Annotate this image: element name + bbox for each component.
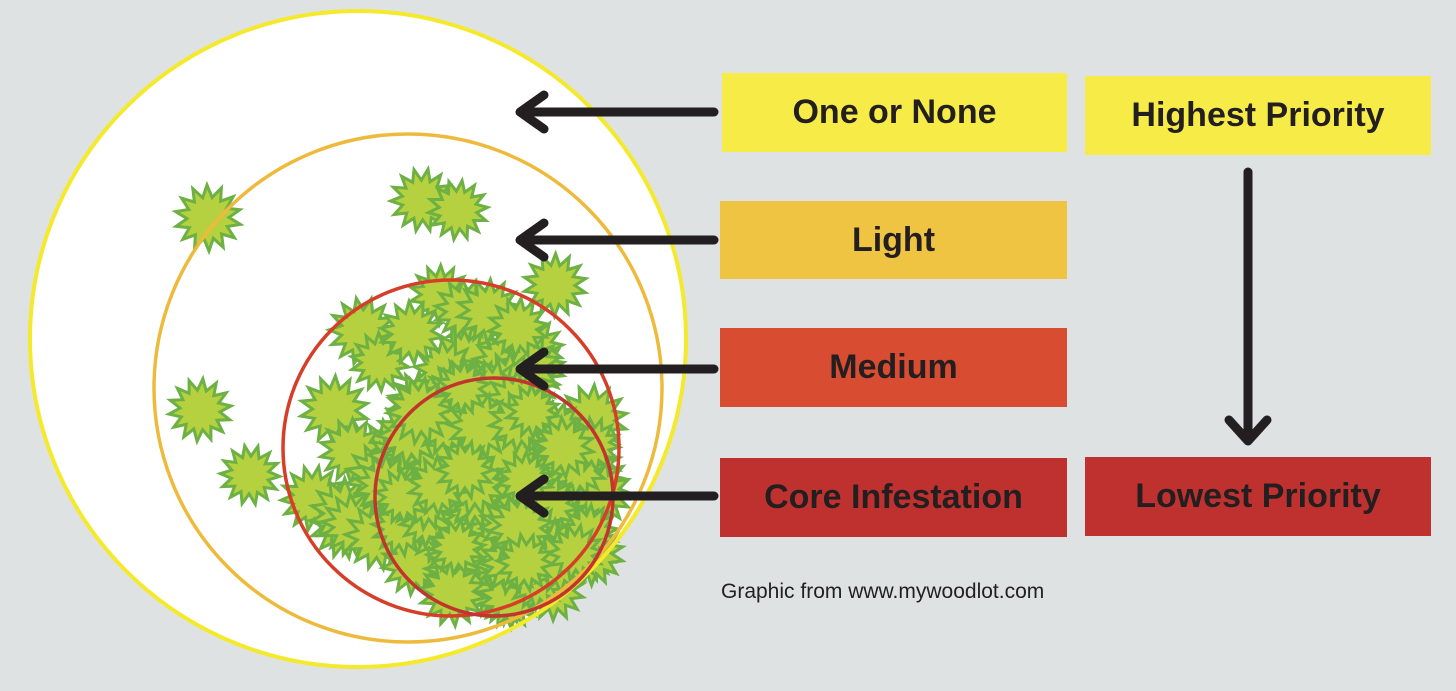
highest-priority-box: Highest Priority [1085,76,1431,155]
core-pointer-arrow [515,474,719,518]
invasive-plant-icon [215,441,285,509]
level-medium-box: Medium [720,328,1067,407]
invasive-plant-icon [425,515,489,579]
lowest-priority-box: Lowest Priority [1085,457,1431,536]
level-one-or-none-label: One or None [792,93,997,131]
light-ring [152,132,664,644]
level-one-or-none-box: One or None [722,73,1067,152]
outer-ring [28,9,688,669]
priority-down-arrow [1224,167,1272,446]
medium-pointer-arrow [515,347,719,391]
level-light-label: Light [851,220,936,259]
level-medium-label: Medium [829,348,958,386]
invasive-plant-icon [492,530,558,595]
invasive-plant-icon [484,293,552,362]
light-pointer-arrow [515,218,719,262]
medium-ring [281,278,621,618]
one-or-none-pointer-arrow [515,90,719,134]
graphic-credit: Graphic from www.mywoodlot.com [721,580,1045,603]
invasive-plant-icon [376,297,448,369]
invasive-plant-icon [520,249,590,321]
level-light-box: Light [720,201,1067,279]
highest-priority-label: Highest Priority [1131,96,1385,134]
level-core-infestation-box: Core Infestation [720,458,1067,537]
invasive-plant-icon [432,356,494,419]
level-core-infestation-label: Core Infestation [764,478,1023,516]
invasive-plant-icon [424,176,492,244]
invasive-plant-icon [164,374,236,446]
invasive-plant-icon [171,180,245,256]
lowest-priority-label: Lowest Priority [1135,477,1381,515]
invasive-plant-icon [382,374,457,448]
invasive-plant-icon [529,413,598,482]
invasive-plant-icon [502,380,563,442]
invasive-plant-icon [432,437,498,502]
